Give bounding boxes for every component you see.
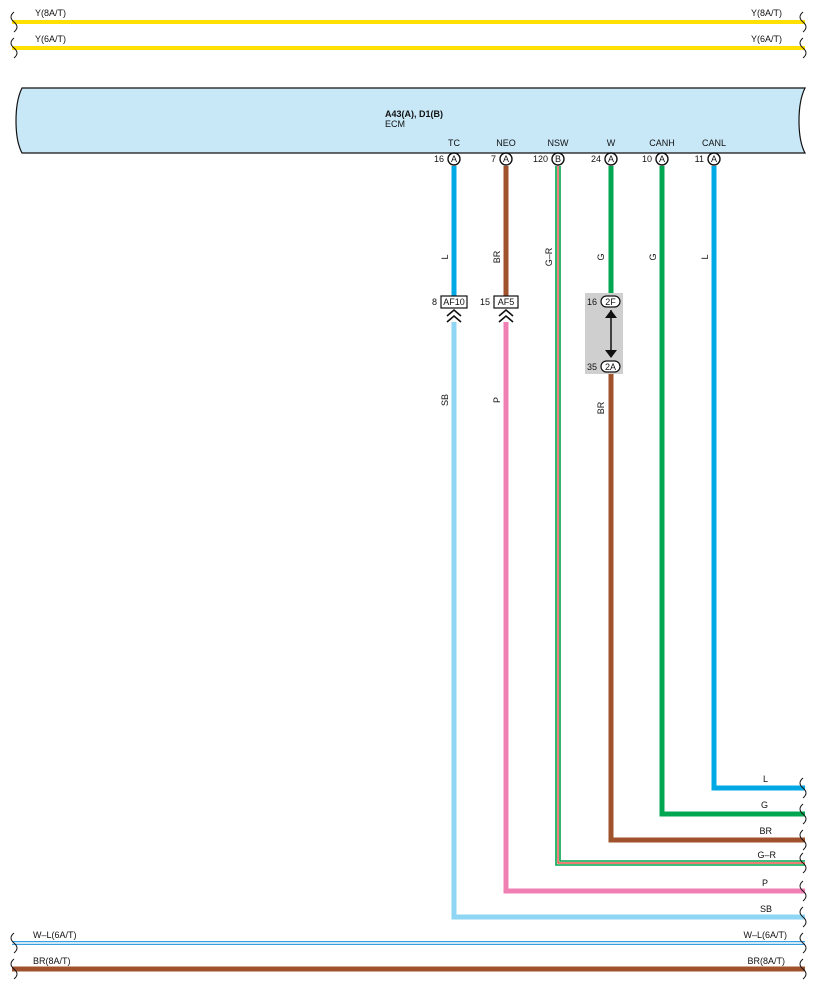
right-exit-labels: L G BR G–R P SB [757, 774, 776, 914]
wire-code-nsw: G–R [544, 247, 554, 266]
svg-text:B: B [555, 154, 561, 164]
pin-canl: A 11 [695, 152, 721, 166]
ecm-component: A43(A), D1(B) ECM TC NEO NSW W CANH CANL [15, 87, 806, 154]
junction-2f-2a: 2F 16 2A 35 [585, 293, 623, 374]
wire-canh [659, 166, 805, 817]
terminal-name-w: W [607, 138, 616, 148]
wire-label-right: Y(8A/T) [751, 8, 782, 18]
break-mark-left [10, 958, 18, 980]
svg-text:AF5: AF5 [498, 297, 515, 307]
break-mark-left [10, 11, 18, 33]
pin-neo: A 7 [491, 152, 513, 166]
wire-label-left: BR(8A/T) [33, 956, 71, 966]
wire-code-tc-lower: SB [440, 394, 450, 406]
terminal-name-neo: NEO [496, 138, 516, 148]
wire-code-tc: L [440, 254, 450, 259]
svg-text:8: 8 [432, 297, 437, 307]
break-mark-left [10, 932, 18, 954]
svg-text:A: A [503, 154, 509, 164]
pin-tc: A 16 [434, 152, 461, 166]
wire-code-neo-lower: P [492, 397, 502, 403]
wire-label-left: Y(6A/T) [35, 34, 66, 44]
arrow-up-icon [605, 310, 617, 318]
wire-code-w: G [596, 253, 606, 260]
wire-nsw [555, 166, 805, 866]
pin-w: A 24 [591, 152, 618, 166]
wire-code-neo: BR [492, 250, 502, 263]
wire-label-right: Y(6A/T) [751, 34, 782, 44]
terminal-name-nsw: NSW [548, 138, 570, 148]
exit-label-canl: L [763, 774, 768, 784]
ecm-connector-title: A43(A), D1(B) [385, 109, 443, 119]
svg-text:16: 16 [587, 297, 597, 307]
exit-label-canh: G [761, 800, 768, 810]
svg-text:16: 16 [434, 154, 444, 164]
junction-2f: 2F 16 [587, 295, 621, 308]
svg-text:15: 15 [480, 297, 490, 307]
svg-text:24: 24 [591, 154, 601, 164]
pin-canh: A 10 [642, 152, 669, 166]
break-mark-left [10, 37, 18, 59]
bottom-wire-br8at: BR(8A/T) BR(8A/T) [10, 956, 807, 980]
chevron-icon [498, 308, 514, 323]
wire-label-left: Y(8A/T) [35, 8, 66, 18]
arrow-down-icon [605, 350, 617, 358]
svg-text:10: 10 [642, 154, 652, 164]
svg-text:11: 11 [695, 154, 704, 164]
right-break-marks [799, 777, 807, 928]
break-mark-right [799, 11, 807, 33]
wire-label-right: BR(8A/T) [747, 956, 785, 966]
chevron-icon [446, 308, 462, 323]
svg-text:A: A [608, 154, 614, 164]
exit-label-tc: SB [760, 904, 772, 914]
wire-label-left: W–L(6A/T) [33, 930, 77, 940]
bottom-wire-wl6at: W–L(6A/T) W–L(6A/T) [10, 930, 807, 954]
svg-text:35: 35 [587, 362, 597, 372]
wire-tc [451, 166, 805, 920]
ecm-name: ECM [385, 119, 405, 129]
top-wire-y6at: Y(6A/T) Y(6A/T) [10, 34, 807, 59]
wire-label-right: W–L(6A/T) [743, 930, 787, 940]
exit-label-nsw: G–R [757, 850, 776, 860]
break-mark-right [799, 932, 807, 954]
svg-text:A: A [659, 154, 665, 164]
connector-af5: AF5 15 [480, 295, 519, 323]
wire-code-w-lower: BR [596, 401, 606, 414]
terminal-name-canh: CANH [649, 138, 675, 148]
ecm-pins: A 16 A 7 B 120 A 24 A 10 A 11 [434, 152, 721, 166]
exit-label-neo: P [762, 878, 768, 888]
svg-text:7: 7 [491, 154, 496, 164]
connector-af10: AF10 8 [432, 295, 468, 323]
exit-label-w: BR [759, 826, 772, 836]
svg-text:2F: 2F [605, 297, 616, 307]
svg-text:2A: 2A [605, 362, 616, 372]
top-wire-y8at: Y(8A/T) Y(8A/T) [10, 8, 807, 33]
terminal-name-tc: TC [448, 138, 460, 148]
wire-canl [711, 166, 805, 791]
pin-nsw: B 120 [533, 152, 565, 166]
svg-text:A: A [711, 154, 717, 164]
junction-2a: 2A 35 [587, 360, 621, 373]
svg-text:AF10: AF10 [443, 297, 465, 307]
svg-text:A: A [451, 154, 457, 164]
wire-code-canh: G [648, 253, 658, 260]
break-mark-right [799, 37, 807, 59]
terminal-name-canl: CANL [702, 138, 726, 148]
upper-wire-codes: L BR G–R G G L [440, 247, 710, 266]
lower-wire-codes: SB P BR [440, 394, 606, 414]
wire-neo [503, 166, 805, 894]
wire-w [608, 166, 805, 843]
wire-code-canl: L [700, 254, 710, 259]
svg-text:120: 120 [533, 154, 548, 164]
break-mark-right [799, 958, 807, 980]
